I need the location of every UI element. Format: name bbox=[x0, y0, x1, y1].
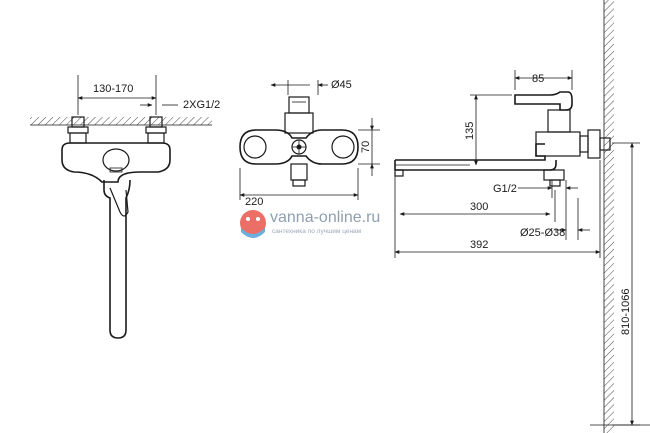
dim-total-length: 392 bbox=[470, 239, 488, 251]
wall-hatch-side bbox=[604, 0, 614, 433]
dim-height-body: 70 bbox=[360, 141, 372, 153]
dim-thread: G1/2 bbox=[493, 183, 517, 195]
center-view: Ø45 70 220 bbox=[239, 79, 380, 208]
watermark-brand: vanna-online.ru bbox=[270, 209, 380, 226]
right-view: 85 135 G1/2 300 Ø bbox=[394, 0, 650, 433]
spout-side bbox=[395, 143, 557, 171]
handle-lever bbox=[514, 91, 573, 111]
watermark: vanna-online.ru сантехника по лучшим цен… bbox=[240, 209, 380, 238]
dim-diameter-top: Ø45 bbox=[331, 79, 352, 91]
mixer-body-front bbox=[61, 142, 171, 183]
spout-front bbox=[103, 179, 131, 339]
logo-icon bbox=[240, 210, 266, 236]
dim-handle-width: 85 bbox=[532, 73, 544, 85]
dim-handle-height: 135 bbox=[464, 122, 476, 140]
dim-pipe-diameter: Ø25-Ø38 bbox=[520, 227, 565, 239]
dim-width-body: 220 bbox=[245, 196, 263, 208]
dim-spacing: 130-170 bbox=[93, 83, 133, 95]
dim-spout-reach: 300 bbox=[470, 201, 488, 213]
watermark-tagline: сантехника по лучшим ценам bbox=[272, 228, 362, 235]
dim-thread-pair: 2XG1/2 bbox=[183, 99, 220, 111]
wall-hatch-front bbox=[30, 117, 212, 125]
dim-install-height: 810-1066 bbox=[620, 289, 632, 336]
mixer-body-side bbox=[239, 129, 359, 165]
front-view: 130-170 2XG1/2 bbox=[30, 75, 220, 339]
